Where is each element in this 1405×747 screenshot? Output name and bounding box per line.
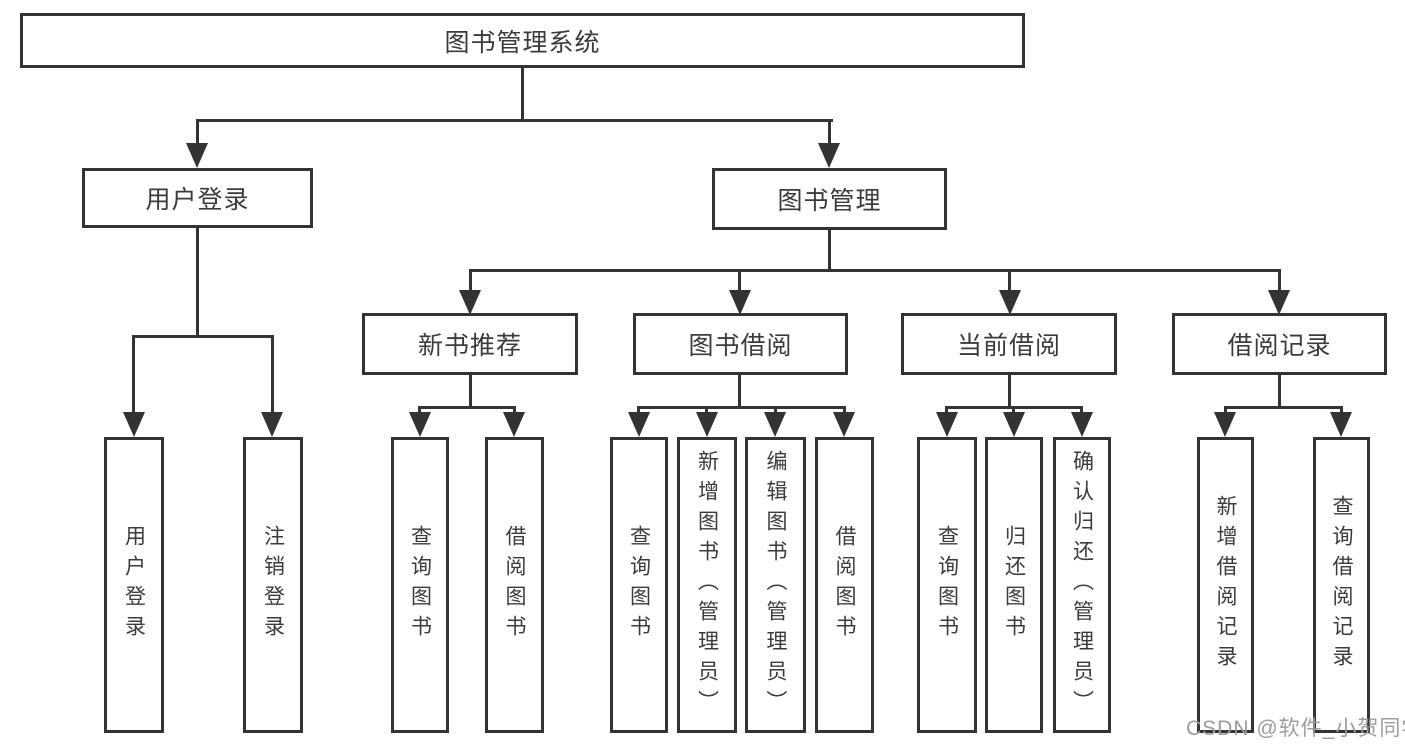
arrowhead-icon bbox=[999, 290, 1021, 315]
node-current-borrow: 当前借阅 bbox=[901, 313, 1117, 375]
leaf-query-books-current: 查询图书 bbox=[917, 437, 977, 733]
leaf-query-borrow-record: 查询借阅记录 bbox=[1313, 437, 1370, 733]
connector bbox=[774, 406, 777, 416]
arrowhead-icon bbox=[261, 412, 283, 437]
connector bbox=[843, 406, 846, 416]
leaf-borrow-books-recommend: 借阅图书 bbox=[485, 437, 544, 733]
arrowhead-icon bbox=[1214, 412, 1236, 437]
arrowhead-icon bbox=[409, 412, 431, 437]
arrowhead-icon bbox=[628, 412, 650, 437]
node-book-borrow: 图书借阅 bbox=[633, 313, 848, 375]
connector bbox=[705, 406, 708, 416]
leaf-user-login: 用户登录 bbox=[104, 437, 164, 733]
node-book-management: 图书管理 bbox=[712, 168, 947, 230]
leaf-add-borrow-record: 新增借阅记录 bbox=[1197, 437, 1254, 733]
connector bbox=[1080, 406, 1083, 416]
connector bbox=[637, 406, 846, 409]
arrowhead-icon bbox=[1003, 412, 1025, 437]
connector bbox=[1278, 269, 1281, 293]
connector bbox=[1278, 375, 1281, 409]
connector bbox=[132, 335, 274, 338]
leaf-logout: 注销登录 bbox=[243, 437, 303, 733]
arrowhead-icon bbox=[1071, 412, 1093, 437]
csdn-watermark: CSDN @软件_小贺同学 bbox=[1186, 717, 1405, 740]
connector bbox=[738, 375, 741, 409]
connector bbox=[418, 406, 421, 416]
arrowhead-icon bbox=[764, 412, 786, 437]
connector bbox=[1224, 406, 1227, 416]
leaf-add-book-admin: 新增图书（管理员） bbox=[677, 437, 737, 733]
connector bbox=[1008, 269, 1011, 293]
connector bbox=[271, 335, 274, 414]
arrowhead-icon bbox=[818, 143, 840, 168]
connector bbox=[1012, 406, 1015, 416]
connector bbox=[521, 68, 524, 121]
node-library-system: 图书管理系统 bbox=[20, 13, 1025, 68]
connector bbox=[418, 406, 516, 409]
connector bbox=[196, 119, 833, 122]
arrowhead-icon bbox=[696, 412, 718, 437]
leaf-edit-book-admin: 编辑图书（管理员） bbox=[745, 437, 806, 733]
connector bbox=[469, 375, 472, 409]
arrowhead-icon bbox=[186, 143, 208, 168]
arrowhead-icon bbox=[729, 290, 751, 315]
leaf-query-books-borrow: 查询图书 bbox=[610, 437, 668, 733]
leaf-query-books-recommend: 查询图书 bbox=[391, 437, 449, 733]
connector bbox=[1224, 406, 1343, 409]
leaf-confirm-return-admin: 确认归还（管理员） bbox=[1053, 437, 1111, 733]
arrowhead-icon bbox=[1330, 412, 1352, 437]
connector bbox=[828, 230, 831, 271]
node-borrow-records: 借阅记录 bbox=[1172, 313, 1387, 375]
connector bbox=[1340, 406, 1343, 416]
leaf-return-book: 归还图书 bbox=[985, 437, 1043, 733]
connector bbox=[828, 119, 831, 146]
arrowhead-icon bbox=[459, 290, 481, 315]
arrowhead-icon bbox=[1268, 290, 1290, 315]
connector bbox=[196, 119, 199, 146]
arrowhead-icon bbox=[123, 412, 145, 437]
node-user-login: 用户登录 bbox=[82, 168, 313, 228]
leaf-borrow-books: 借阅图书 bbox=[815, 437, 874, 733]
connector bbox=[196, 228, 199, 335]
connector bbox=[132, 335, 135, 414]
node-new-book-recommend: 新书推荐 bbox=[362, 313, 578, 375]
connector bbox=[738, 269, 741, 293]
arrowhead-icon bbox=[833, 412, 855, 437]
arrowhead-icon bbox=[936, 412, 958, 437]
connector bbox=[637, 406, 640, 416]
connector bbox=[513, 406, 516, 416]
arrowhead-icon bbox=[503, 412, 525, 437]
connector bbox=[469, 269, 472, 293]
connector bbox=[945, 406, 948, 416]
connector bbox=[1008, 375, 1011, 409]
connector bbox=[469, 269, 1281, 272]
